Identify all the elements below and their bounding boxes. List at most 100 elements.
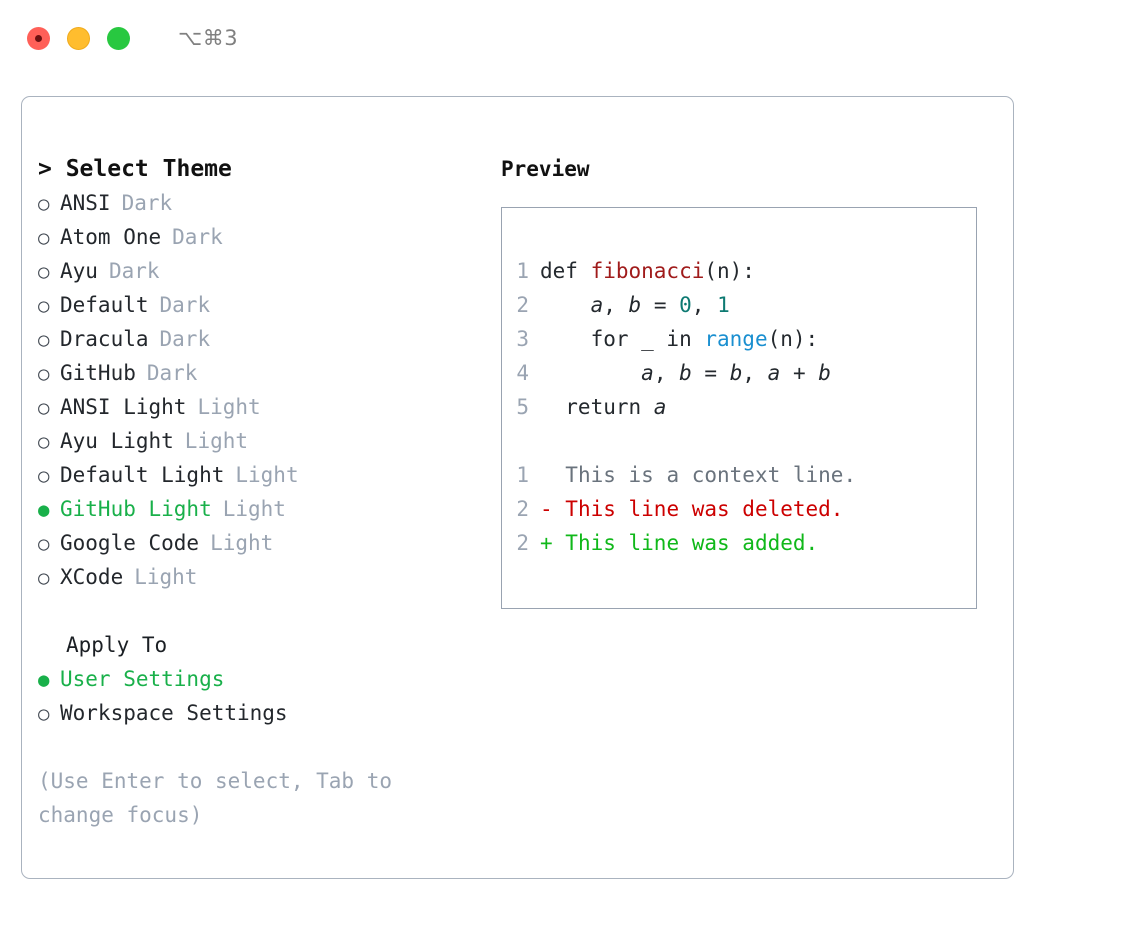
code-line: 4 a, b = b, a + b xyxy=(502,356,976,390)
theme-variant-label: Light xyxy=(235,463,299,487)
radio-unselected-icon: ○ xyxy=(38,193,50,215)
code-token: , xyxy=(691,293,718,317)
theme-name-label: ANSI xyxy=(60,191,111,215)
theme-list-item[interactable]: ○ Default Light Light xyxy=(38,458,468,492)
minimize-window-icon[interactable] xyxy=(67,26,90,50)
maximize-window-icon[interactable] xyxy=(107,26,130,50)
line-number: 2 xyxy=(516,293,529,317)
theme-name-label: Default Light xyxy=(60,463,225,487)
theme-variant-label: Dark xyxy=(159,293,211,317)
code-token: b xyxy=(679,361,692,385)
code-token: a xyxy=(767,361,781,385)
radio-unselected-icon: ○ xyxy=(38,465,50,487)
code-token: b xyxy=(729,361,743,385)
code-token: (n): xyxy=(767,327,819,351)
theme-list-item[interactable]: ○ Atom One Dark xyxy=(38,220,468,254)
diff-text: This line was added. xyxy=(565,531,819,555)
code-token: def xyxy=(540,259,591,283)
theme-name-label: XCode xyxy=(60,565,124,589)
code-token: for _ in xyxy=(540,327,705,351)
radio-unselected-icon: ○ xyxy=(38,431,50,453)
theme-variant-label: Light xyxy=(222,497,286,521)
radio-unselected-icon: ○ xyxy=(38,295,50,317)
code-token: , xyxy=(742,361,768,385)
code-token: + xyxy=(780,361,819,385)
theme-name-label: GitHub Light xyxy=(60,497,212,521)
diff-line: 2+ This line was added. xyxy=(502,526,976,560)
diff-marker: + xyxy=(540,531,566,555)
theme-list-item[interactable]: ○ Ayu Light Light xyxy=(38,424,468,458)
theme-name-label: GitHub xyxy=(60,361,136,385)
code-token: return xyxy=(540,395,654,419)
code-token: a xyxy=(641,361,654,385)
diff-line: 2- This line was deleted. xyxy=(502,492,976,526)
theme-variant-label: Dark xyxy=(159,327,211,351)
code-text: for _ in range(n): xyxy=(540,322,819,356)
apply-to-option[interactable]: ○ Workspace Settings xyxy=(38,696,468,730)
radio-selected-icon: ● xyxy=(38,499,50,521)
radio-unselected-icon: ○ xyxy=(38,533,50,555)
theme-name-label: Atom One xyxy=(60,225,162,249)
radio-unselected-icon: ○ xyxy=(38,567,50,589)
line-number: 1 xyxy=(516,259,529,283)
code-text: return a xyxy=(540,390,666,424)
code-token: b xyxy=(818,361,831,385)
code-token: , xyxy=(603,293,629,317)
spacer xyxy=(502,424,976,458)
code-text: a, b = 0, 1 xyxy=(540,288,730,322)
theme-name-label: Ayu xyxy=(60,259,98,283)
radio-unselected-icon: ○ xyxy=(38,363,50,385)
theme-name-label: Default xyxy=(60,293,149,317)
apply-to-list[interactable]: ● User Settings ○ Workspace Settings xyxy=(38,662,468,730)
apply-to-label: Workspace Settings xyxy=(60,701,288,725)
code-token xyxy=(540,293,591,317)
close-window-icon[interactable] xyxy=(27,26,50,50)
traffic-lights xyxy=(27,26,130,50)
theme-name-label: ANSI Light xyxy=(60,395,187,419)
code-token: a xyxy=(653,395,667,419)
code-token: , xyxy=(653,361,680,385)
radio-unselected-icon: ○ xyxy=(38,397,50,419)
line-number: 2 xyxy=(516,497,529,521)
apply-to-option[interactable]: ● User Settings xyxy=(38,662,468,696)
theme-list-item[interactable]: ○ Default Dark xyxy=(38,288,468,322)
radio-unselected-icon: ○ xyxy=(38,261,50,283)
theme-variant-label: Light xyxy=(210,531,274,555)
code-line: 2 a, b = 0, 1 xyxy=(502,288,976,322)
line-number: 3 xyxy=(516,327,529,351)
theme-list-item[interactable]: ○ ANSI Dark xyxy=(38,186,468,220)
line-number: 4 xyxy=(516,361,529,385)
radio-unselected-icon: ○ xyxy=(38,227,50,249)
theme-name-label: Ayu Light xyxy=(60,429,174,453)
code-token: 0 xyxy=(679,293,692,317)
radio-selected-icon: ● xyxy=(38,669,50,691)
code-token: 1 xyxy=(717,293,730,317)
code-text: def fibonacci(n): xyxy=(540,254,755,288)
theme-variant-label: Light xyxy=(184,429,249,453)
code-token xyxy=(540,361,641,385)
code-token: = xyxy=(641,293,680,317)
radio-unselected-icon: ○ xyxy=(38,329,50,351)
apply-to-label: User Settings xyxy=(60,667,225,691)
theme-variant-label: Dark xyxy=(172,225,223,249)
theme-list-item[interactable]: ● GitHub Light Light xyxy=(38,492,468,526)
code-line: 5 return a xyxy=(502,390,976,424)
theme-variant-label: Dark xyxy=(121,191,173,215)
radio-unselected-icon: ○ xyxy=(38,703,50,725)
code-token: a xyxy=(590,293,604,317)
code-token: (n): xyxy=(704,259,755,283)
code-token: fibonacci xyxy=(590,259,705,283)
